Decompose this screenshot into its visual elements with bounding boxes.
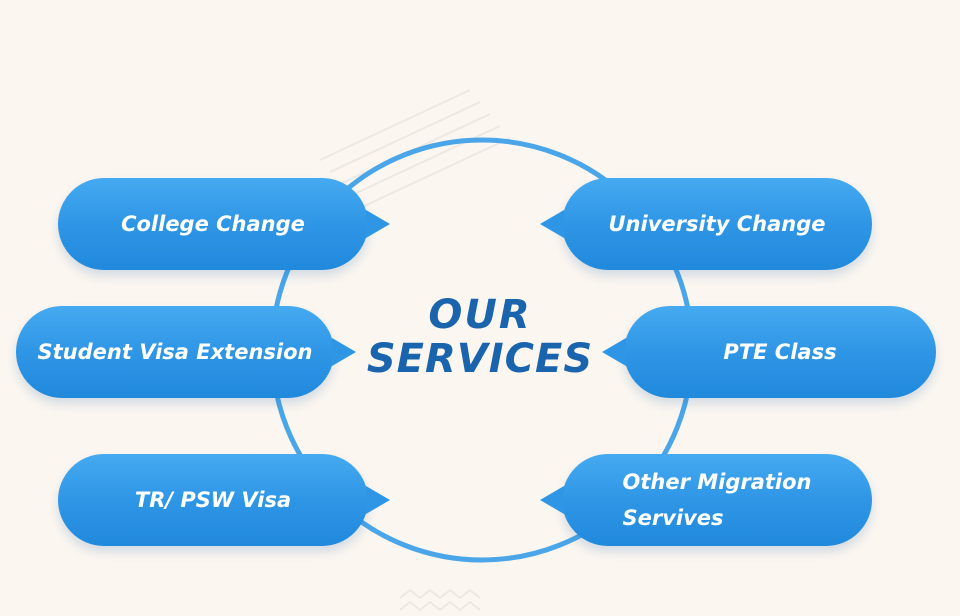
other-migration-label-line-1: Other Migration	[622, 470, 812, 494]
university-change-pill[interactable]: University Change	[540, 178, 872, 270]
college-change-pill[interactable]: College Change	[58, 178, 390, 270]
pte-class-label: PTE Class	[723, 340, 837, 364]
tr-psw-visa-label: TR/ PSW Visa	[134, 488, 292, 512]
other-migration-services-label: Other Migration Servives	[622, 464, 811, 536]
college-change-label: College Change	[121, 212, 305, 236]
other-migration-services-pill[interactable]: Other Migration Servives	[540, 454, 872, 546]
other-migration-label-line-2: Servives	[622, 506, 724, 530]
zigzag-decoration	[399, 588, 481, 612]
pte-class-pill[interactable]: PTE Class	[602, 306, 936, 398]
tr-psw-visa-pill[interactable]: TR/ PSW Visa	[58, 454, 390, 546]
heading-line-2: SERVICES	[366, 336, 594, 382]
student-visa-extension-label: Student Visa Extension	[37, 340, 313, 364]
heading-line-1: OUR	[428, 292, 532, 338]
university-change-label: University Change	[608, 212, 826, 236]
student-visa-extension-pill[interactable]: Student Visa Extension	[16, 306, 356, 398]
services-heading: OUR SERVICES	[300, 295, 660, 379]
